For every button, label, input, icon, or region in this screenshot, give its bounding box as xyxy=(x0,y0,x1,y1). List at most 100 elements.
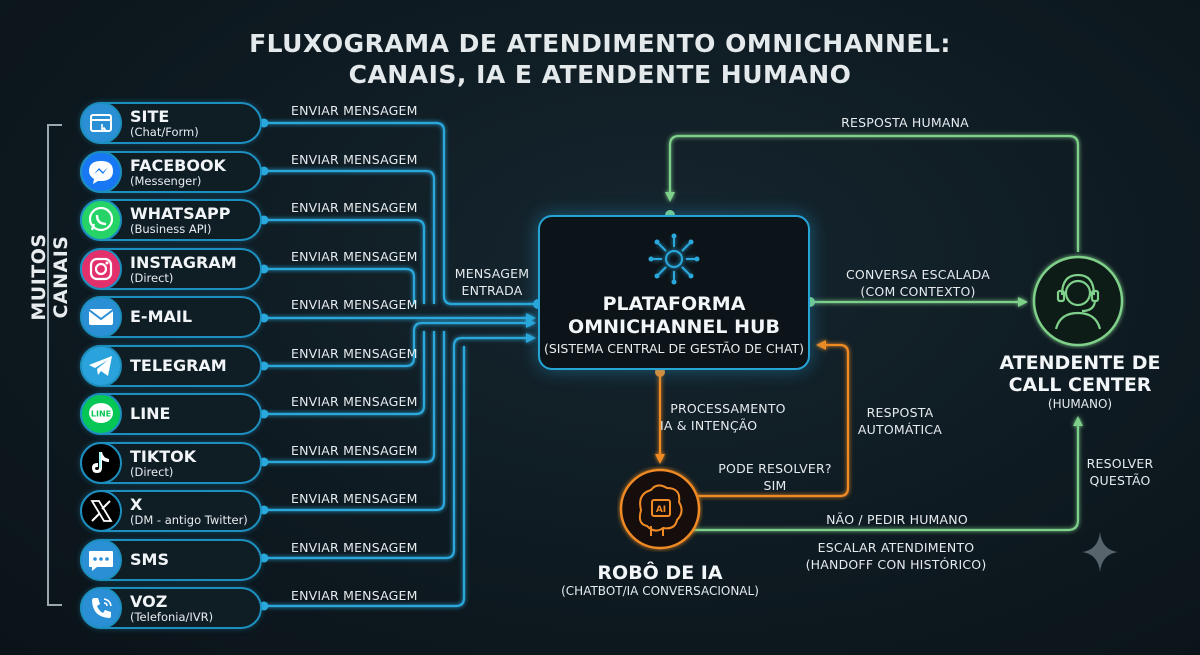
phone-icon xyxy=(80,587,122,629)
label-com-contexto: (COM CONTEXTO) xyxy=(860,284,976,299)
line-icon: LINE xyxy=(80,393,122,435)
agent-title-2: CALL CENTER xyxy=(1008,374,1152,396)
label-questao: QUESTÃO xyxy=(1089,473,1151,488)
robot-subtitle: (CHATBOT/IA CONVERSACIONAL) xyxy=(561,584,759,598)
title-line-2: CANAIS, IA E ATENDENTE HUMANO xyxy=(348,60,852,89)
sms-chat-icon xyxy=(80,539,122,581)
wire-x xyxy=(264,331,446,512)
agent-subtitle: (HUMANO) xyxy=(1047,397,1113,411)
edge-label-enviar-mensagem: ENVIAR MENSAGEM xyxy=(291,443,418,458)
channel-pill-tiktok[interactable]: TIKTOK(Direct) xyxy=(80,442,262,484)
edge-label-enviar-mensagem: ENVIAR MENSAGEM xyxy=(291,491,418,506)
edge-label-enviar-mensagem: ENVIAR MENSAGEM xyxy=(291,249,418,264)
channel-pill-x[interactable]: X(DM - antigo Twitter) xyxy=(80,490,262,532)
channel-name: E-MAIL xyxy=(130,307,193,326)
channel-name: VOZ xyxy=(130,592,168,611)
envelope-icon xyxy=(80,296,122,338)
edge-label-enviar-mensagem: ENVIAR MENSAGEM xyxy=(291,200,418,215)
whatsapp-icon xyxy=(80,199,122,241)
channel-subtitle: (Telefonia/IVR) xyxy=(130,610,214,624)
label-entrada: ENTRADA xyxy=(461,283,523,298)
label-resposta: RESPOSTA xyxy=(866,405,934,420)
label-ia-intencao: IA & INTENÇÃO xyxy=(660,418,758,433)
hub-network-icon xyxy=(648,233,700,285)
omnichannel-hub-box[interactable] xyxy=(538,215,810,370)
wire-voz xyxy=(264,346,466,608)
label-processamento: PROCESSAMENTO xyxy=(670,401,786,416)
channels-bracket xyxy=(47,124,62,606)
wire-whatsapp xyxy=(264,218,426,304)
sparkle-icon xyxy=(1082,532,1118,572)
label-nao-pedir-humano: NÃO / PEDIR HUMANO xyxy=(826,512,968,527)
edge-resposta-automatica xyxy=(696,340,850,498)
edge-label-enviar-mensagem: ENVIAR MENSAGEM xyxy=(291,103,418,118)
channel-name: FACEBOOK xyxy=(130,156,226,175)
channel-name: LINE xyxy=(130,404,171,423)
channel-subtitle: (Direct) xyxy=(130,271,174,285)
channel-pill-site[interactable]: SITE(Chat/Form) xyxy=(80,102,262,144)
label-escalar-atendimento: ESCALAR ATENDIMENTO xyxy=(817,540,975,555)
channel-pill-voz[interactable]: VOZ(Telefonia/IVR) xyxy=(80,587,262,629)
channel-pill-e-mail[interactable]: E-MAIL xyxy=(80,296,262,338)
channel-name: SMS xyxy=(130,550,169,569)
wire-tiktok xyxy=(264,331,436,464)
channel-pill-telegram[interactable]: TELEGRAM xyxy=(80,345,262,387)
telegram-icon xyxy=(80,345,122,387)
edge-resposta-humana xyxy=(665,134,1080,252)
channel-name: X xyxy=(130,495,143,514)
robot-title: ROBÔ DE IA xyxy=(597,562,723,584)
wire-facebook xyxy=(264,169,436,304)
channel-pill-whatsapp[interactable]: WHATSAPP(Business API) xyxy=(80,199,262,241)
channel-pill-facebook[interactable]: FACEBOOK(Messenger) xyxy=(80,151,262,193)
wire-site xyxy=(264,121,536,306)
hub-title-2: OMNICHANNEL HUB xyxy=(568,316,780,338)
ai-chip-text: AI xyxy=(656,505,666,515)
channel-name: INSTAGRAM xyxy=(130,253,237,272)
agent-title-1: ATENDENTE DE xyxy=(999,352,1161,374)
hub-subtitle: (SISTEMA CENTRAL DE GESTÃO DE CHAT) xyxy=(543,341,805,356)
wire-line xyxy=(264,331,426,416)
svg-text:LINE: LINE xyxy=(91,410,111,419)
edge-label-enviar-mensagem: ENVIAR MENSAGEM xyxy=(291,346,418,361)
label-resolver: RESOLVER xyxy=(1086,456,1154,471)
label-mensagem: MENSAGEM xyxy=(454,266,530,281)
channel-subtitle: (DM - antigo Twitter) xyxy=(130,513,248,527)
x-logo-icon xyxy=(80,490,122,532)
tiktok-icon xyxy=(80,442,122,484)
label-automatica: AUTOMÁTICA xyxy=(857,422,943,437)
channel-name: TIKTOK xyxy=(130,447,197,466)
edge-label-enviar-mensagem: ENVIAR MENSAGEM xyxy=(291,152,418,167)
title-line-1: FLUXOGRAMA DE ATENDIMENTO OMNICHANNEL: xyxy=(249,29,951,58)
channel-name: SITE xyxy=(130,107,170,126)
edge-label-enviar-mensagem: ENVIAR MENSAGEM xyxy=(291,297,418,312)
label-resposta-humana: RESPOSTA HUMANA xyxy=(841,115,969,130)
wire-telegram xyxy=(264,318,536,368)
label-handoff: (HANDOFF CON HISTÓRICO) xyxy=(805,557,987,572)
label-conversa-escalada: CONVERSA ESCALADA xyxy=(845,267,990,282)
wire-instagram xyxy=(264,267,416,304)
channel-name: TELEGRAM xyxy=(130,356,227,375)
label-sim: SIM xyxy=(763,478,787,493)
channel-subtitle: (Chat/Form) xyxy=(130,125,199,139)
instagram-icon xyxy=(80,248,122,290)
ai-brain-icon[interactable]: AI xyxy=(617,466,703,552)
channel-pill-instagram[interactable]: INSTAGRAM(Direct) xyxy=(80,248,262,290)
channel-name: WHATSAPP xyxy=(130,204,231,223)
edge-label-enviar-mensagem: ENVIAR MENSAGEM xyxy=(291,540,418,555)
channel-pill-line[interactable]: LINE LINE xyxy=(80,393,262,435)
edge-resolver-questao xyxy=(688,416,1083,532)
messenger-icon xyxy=(80,151,122,193)
headset-agent-icon[interactable] xyxy=(1030,253,1126,349)
channel-subtitle: (Direct) xyxy=(130,465,174,479)
channel-pill-sms[interactable]: SMS xyxy=(80,539,262,581)
browser-icon xyxy=(80,102,122,144)
wire-dots xyxy=(259,118,543,611)
wire-sms xyxy=(264,333,536,560)
side-label: MUITOS CANAIS xyxy=(28,233,72,321)
edge-label-enviar-mensagem: ENVIAR MENSAGEM xyxy=(291,588,418,603)
channel-subtitle: (Messenger) xyxy=(130,174,202,188)
channel-subtitle: (Business API) xyxy=(130,222,212,236)
label-pode-resolver: PODE RESOLVER? xyxy=(718,461,832,476)
edge-label-enviar-mensagem: ENVIAR MENSAGEM xyxy=(291,394,418,409)
